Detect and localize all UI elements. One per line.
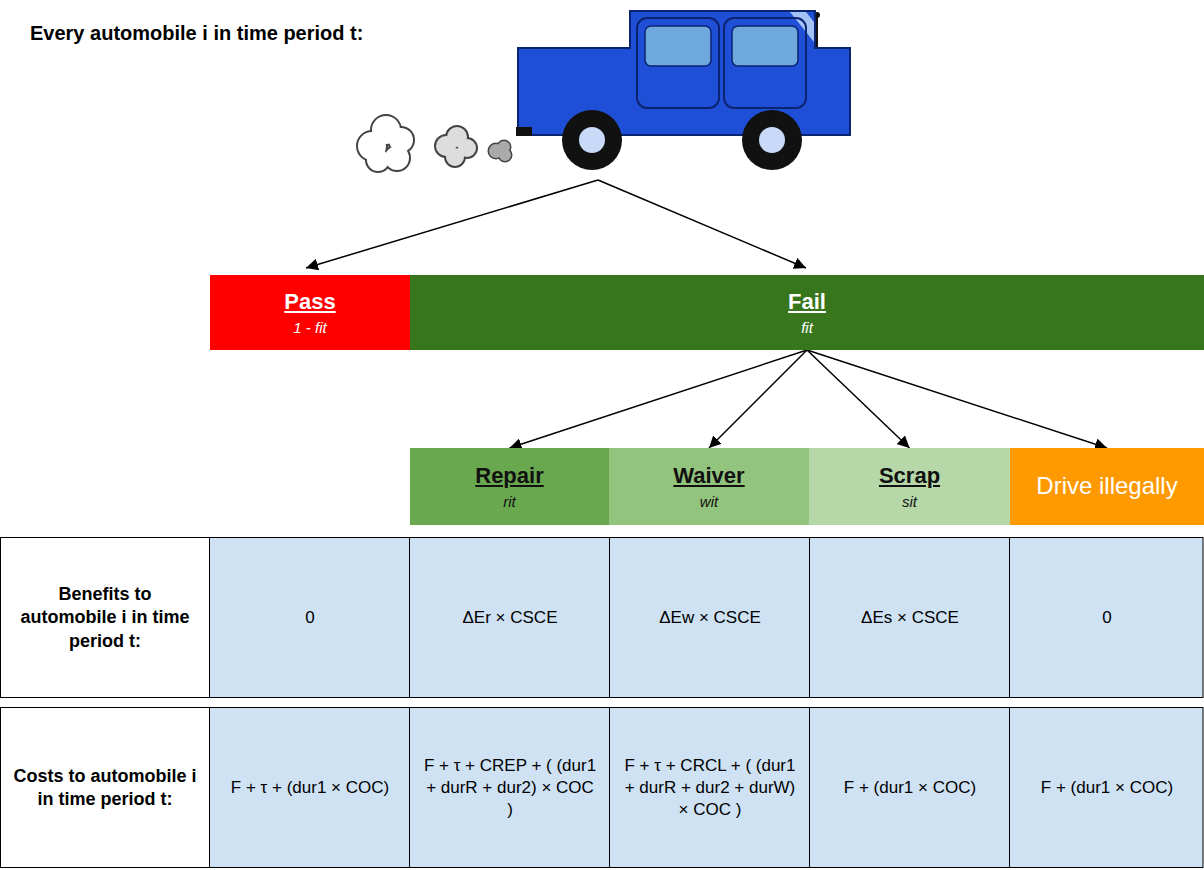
car-door [724,18,806,108]
exhaust-cloud [436,127,476,166]
antenna [816,16,818,48]
branch-arrow [510,350,808,448]
table-cell-text: F + τ + CRCL + ( (dur1 + durR + dur2 + d… [611,709,809,867]
row-header: Costs to automobile i in time period t: [1,709,209,867]
node-subtext: 1 - fit [293,318,326,338]
node-subtext: fit [801,318,813,338]
car-door [637,18,719,108]
car-body [518,11,850,135]
table-cell-text: 0 [1011,539,1203,697]
car-illustration [516,11,850,170]
exhaust-cloud [489,141,511,161]
node-heading: Scrap [879,462,940,490]
table-cell [810,708,1010,868]
drive-illegally-box: Drive illegally [1010,448,1204,525]
node-heading: Pass [284,288,335,316]
repair-box: Repair rit [410,448,609,525]
table-cell-text: ΔEs × CSCE [811,539,1009,697]
branch-arrow [598,180,806,268]
car-window [645,26,711,66]
table-cell-text: F + τ + (dur1 × COC) [211,709,409,867]
hubcap [579,127,605,153]
node-subtext: sit [902,492,917,512]
table-cell [810,538,1010,698]
table-cell-text: F + τ + CREP + ( (dur1 + durR + dur2) × … [411,709,609,867]
car-window [732,26,798,66]
node-heading: Fail [788,288,826,316]
fail-band: Fail fit [410,275,1204,350]
row-header: Benefits to automobile i in time period … [1,539,209,697]
table-cell [610,708,810,868]
table-cell-text: ΔEr × CSCE [411,539,609,697]
table-cell [1,538,210,698]
diagram-title: Every automobile i in time period t: [30,22,363,45]
branch-arrow [709,350,807,448]
table-cell [410,708,610,868]
node-subtext: rit [503,492,516,512]
wheel [742,110,802,170]
table-cell-text: F + (dur1 × COC) [811,709,1009,867]
table-cell-text: 0 [211,539,409,697]
waiver-box: Waiver wit [609,448,809,525]
table-cell [610,538,810,698]
pass-band: Pass1 - fit [210,275,410,350]
wheel [562,110,622,170]
node-subtext: wit [700,492,718,512]
table-cell-text: F + (dur1 × COC) [1011,709,1203,867]
branch-arrow [807,350,910,448]
table-cell-text: ΔEw × CSCE [611,539,809,697]
exhaust-cloud [358,116,413,171]
branch-arrow [807,350,1107,448]
table-cell [1010,708,1204,868]
node-heading: Waiver [673,462,744,490]
hubcap [759,127,785,153]
node-heading: Repair [475,462,543,490]
table-cell [210,538,410,698]
node-heading: Drive illegally [1036,472,1177,501]
table-cell [410,538,610,698]
branch-arrow [306,180,598,268]
table-cell [210,708,410,868]
table-grid [1,538,1204,868]
table-cell [1010,538,1204,698]
table-cell [1,708,210,868]
scrap-box: Scrap sit [809,448,1010,525]
bumper [516,127,532,136]
